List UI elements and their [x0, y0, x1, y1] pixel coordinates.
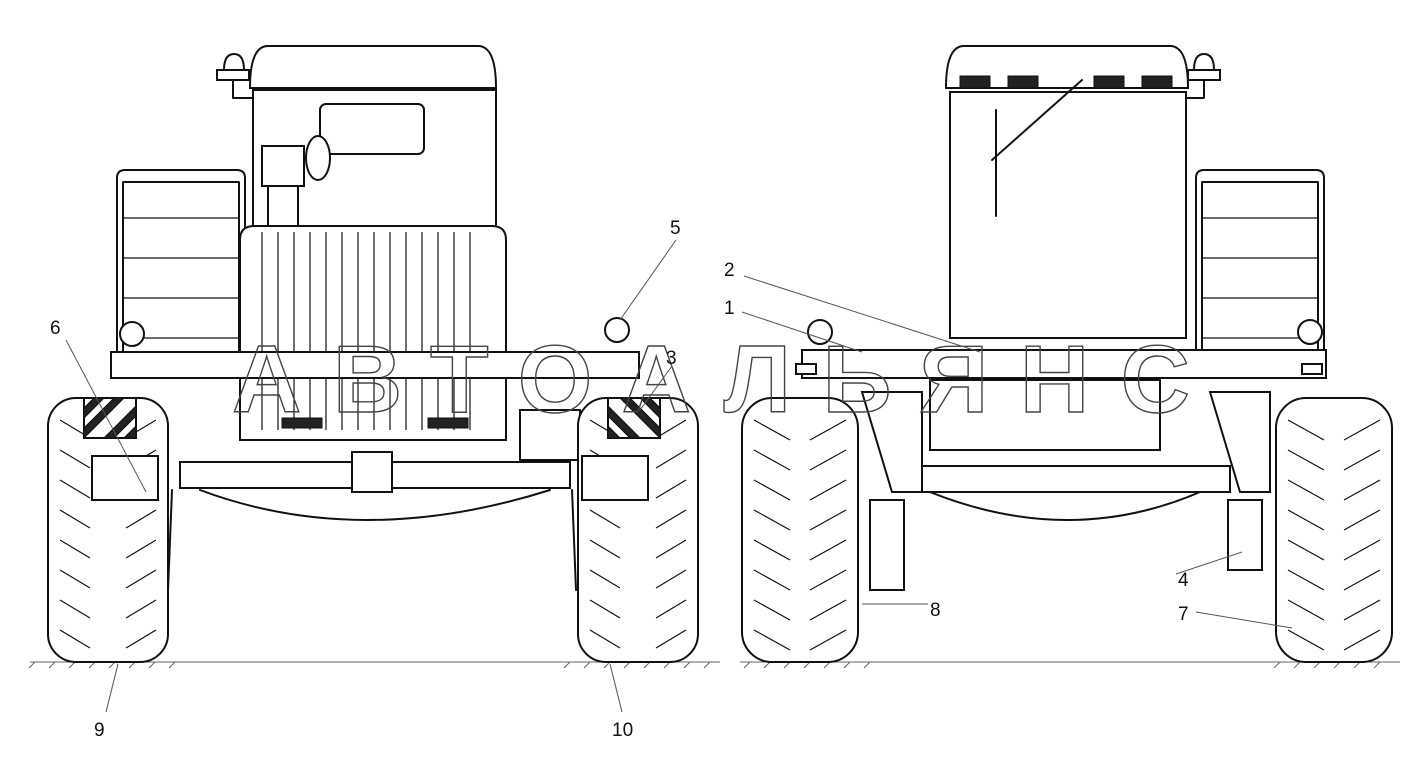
- rear-beam: [795, 349, 1327, 379]
- mudguard-left: [91, 455, 159, 501]
- front-beam: [110, 351, 640, 379]
- headlamp-right-front: [604, 317, 630, 343]
- callout-label-1: 1: [724, 298, 735, 319]
- steering-cylinder-left: [167, 489, 173, 591]
- beacon-light-left: [216, 52, 254, 99]
- callout-label-2: 2: [724, 260, 735, 281]
- ground-line-right: [740, 661, 1400, 669]
- callout-label-5: 5: [670, 218, 681, 239]
- rear-lamp-left: [807, 319, 833, 345]
- steering-cylinder-right: [571, 489, 577, 591]
- hitch-arm-right: [1208, 391, 1271, 571]
- callout-label-3: 3: [666, 348, 677, 369]
- callout-7: 7: [1178, 604, 1293, 629]
- callout-10: 10: [609, 663, 633, 741]
- front-view: [28, 45, 720, 669]
- callout-label-10: 10: [612, 720, 633, 741]
- callout-9: 9: [94, 663, 119, 741]
- callout-8: 8: [862, 600, 941, 621]
- callout-6: 6: [50, 318, 147, 493]
- rear-frame: [899, 379, 1231, 521]
- callout-5: 5: [619, 218, 681, 321]
- wheel-right-rear: [1275, 397, 1393, 663]
- callouts: 1 2 3 4 5 6 7 8: [50, 218, 1293, 741]
- callout-2: 2: [724, 260, 981, 353]
- callout-1: 1: [724, 298, 863, 353]
- callout-label-4: 4: [1178, 570, 1189, 591]
- callout-label-6: 6: [50, 318, 61, 339]
- callout-label-8: 8: [930, 600, 941, 621]
- ladder-right: [1195, 169, 1325, 361]
- callout-3: 3: [639, 348, 677, 411]
- warning-plate-right: [607, 397, 661, 440]
- rear-lamp-right: [1297, 319, 1323, 345]
- headlamp-left-front: [119, 321, 145, 347]
- cab-rear: [944, 45, 1190, 339]
- rear-view: [740, 45, 1400, 669]
- callout-4: 4: [1175, 551, 1243, 591]
- callout-label-9: 9: [94, 720, 105, 741]
- wheel-left-rear: [741, 397, 859, 663]
- cab-front: [248, 45, 498, 233]
- hitch-arm-left: [860, 391, 923, 591]
- radiator-grille: [239, 225, 507, 441]
- beacon-light-right: [1183, 52, 1221, 99]
- watermark-text: АВТОАЛЬЯНС: [232, 326, 1192, 433]
- callout-label-7: 7: [1178, 604, 1189, 625]
- front-axle: [179, 409, 581, 521]
- warning-plate-left: [83, 397, 137, 440]
- mudguard-right: [581, 455, 649, 501]
